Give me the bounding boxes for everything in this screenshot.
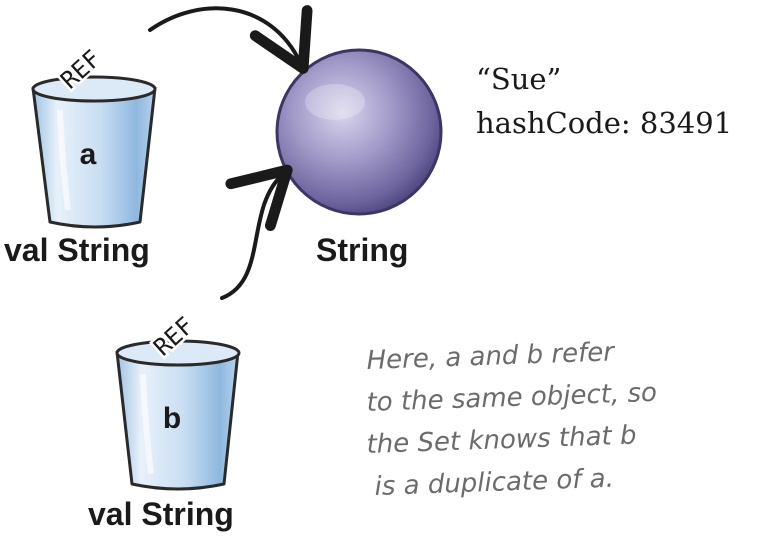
variable-b-type-label: val String [88, 496, 234, 532]
ref-arrow-a-icon [148, 5, 313, 74]
cup-b-icon [115, 339, 241, 491]
object-value: “Sue” [476, 62, 562, 96]
variable-b-name: b [162, 402, 182, 435]
ref-arrow-b-icon [220, 164, 293, 300]
cup-a-icon [31, 75, 157, 229]
object-hashcode: hashCode: 83491 [476, 106, 733, 140]
object-type-label: String [316, 232, 409, 268]
string-object-sphere-icon [275, 48, 443, 216]
variable-a-name: a [79, 138, 97, 171]
variable-a-type-label: val String [4, 232, 150, 268]
